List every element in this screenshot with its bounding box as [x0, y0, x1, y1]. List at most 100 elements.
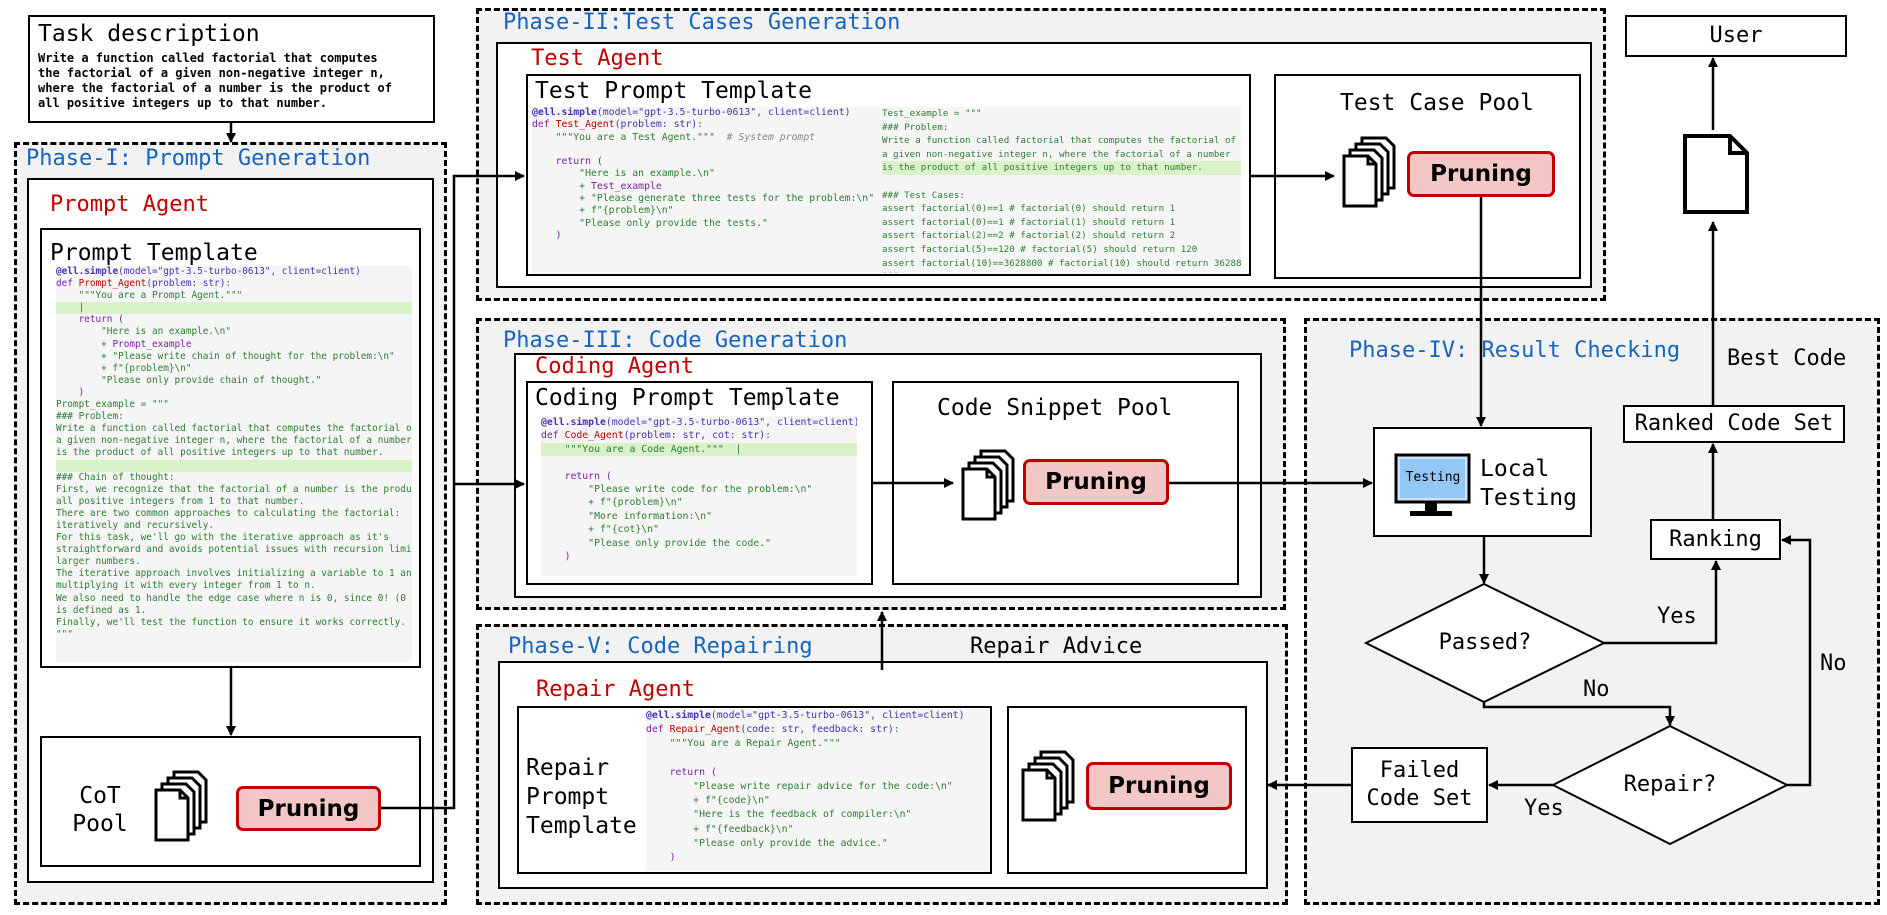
- test-document-stack-icon: [1336, 134, 1406, 208]
- code-line: [882, 175, 1241, 189]
- code-line: [56, 459, 412, 472]
- test-prompt-code: @ell.simple(model="gpt-3.5-turbo-0613", …: [532, 107, 882, 273]
- coding-agent-title: Coding Agent: [535, 354, 694, 379]
- code-line: def Test_Agent(problem: str):: [532, 119, 704, 131]
- yes-label-passed: Yes: [1657, 604, 1697, 629]
- code-line: [541, 456, 857, 469]
- code-line: "Here is the feedback of compiler:\n": [646, 809, 912, 821]
- code-line: Write a function called factorial that c…: [56, 423, 412, 435]
- code-line: + f"{problem}\n": [532, 205, 674, 217]
- code-line: a given non-negative integer n, where th…: [882, 148, 1231, 160]
- code-line: ### Problem:: [56, 411, 124, 423]
- code-snippet-pool-title: Code Snippet Pool: [937, 395, 1173, 421]
- coding-prompt-code: @ell.simple(model="gpt-3.5-turbo-0613", …: [541, 416, 857, 576]
- task-description-text: Write a function called factorial that c…: [38, 51, 393, 110]
- code-line: "Here is an example.\n": [56, 326, 231, 338]
- ranking-box: Ranking: [1650, 519, 1781, 560]
- code-line: + "Please generate three tests for the p…: [532, 193, 875, 205]
- code-line: ): [532, 229, 562, 241]
- code-line: @ell.simple(model="gpt-3.5-turbo-0613", …: [532, 107, 851, 118]
- no-label-passed: No: [1583, 677, 1610, 702]
- phase-2-title: Phase-II:Test Cases Generation: [503, 10, 901, 35]
- code-line: "Here is an example.\n": [532, 168, 715, 180]
- code-line: For this task, we'll go with the iterati…: [56, 532, 390, 544]
- code-line: assert factorial(0)==1 # factorial(1) sh…: [882, 216, 1176, 228]
- code-line: return (: [646, 766, 717, 778]
- code-line: + f"{feedback}\n": [646, 823, 794, 835]
- code-line: Prompt_example = """: [56, 399, 169, 411]
- code-line: """You are a Code Agent.""" |: [541, 442, 857, 457]
- code-line: The iterative approach involves initiali…: [56, 568, 412, 580]
- code-line: "More information:\n": [541, 510, 713, 522]
- repair-label: Repair?: [1623, 772, 1717, 797]
- code-line: """: [56, 628, 73, 640]
- cot-pruning-button[interactable]: Pruning: [236, 786, 381, 831]
- test-case-pool-title: Test Case Pool: [1340, 90, 1534, 116]
- code-line: return (: [56, 314, 124, 326]
- code-line: "Please write repair advice for the code…: [646, 781, 953, 793]
- repair-prompt-template-title: Repair Prompt Template: [526, 755, 637, 839]
- test-example-code: Test_example = """### Problem:Write a fu…: [882, 107, 1241, 273]
- repair-pruning-button[interactable]: Pruning: [1086, 762, 1232, 810]
- yes-label-repair: Yes: [1524, 796, 1564, 821]
- passed-label: Passed?: [1438, 630, 1532, 655]
- failed-code-set-box: Failed Code Set: [1351, 747, 1488, 823]
- code-line: ): [646, 852, 676, 864]
- code-line: assert factorial(2)==2 # factorial(2) sh…: [882, 230, 1176, 242]
- local-testing-label: Local Testing: [1480, 456, 1577, 511]
- code-pruning-button[interactable]: Pruning: [1023, 459, 1169, 505]
- code-line: is the product of all positive integers …: [882, 161, 1241, 175]
- ranked-code-set-box: Ranked Code Set: [1623, 405, 1845, 443]
- code-line: assert factorial(10)==3628800 # factoria…: [882, 257, 1241, 269]
- code-line: larger numbers.: [56, 556, 141, 568]
- code-line: Finally, we'll test the function to ensu…: [56, 616, 406, 628]
- test-prompt-template-title: Test Prompt Template: [535, 78, 812, 104]
- code-line: [532, 144, 882, 156]
- code-line: all positive integers from 1 to that num…: [56, 495, 305, 507]
- best-code-document-icon: [1683, 134, 1749, 214]
- code-line: ): [541, 551, 571, 563]
- code-line: "Please only provide the tests.": [532, 217, 768, 229]
- code-line: def Repair_Agent(code: str, feedback: st…: [646, 724, 900, 736]
- code-line: """You are a Repair Agent.""": [646, 738, 841, 750]
- test-pruning-button[interactable]: Pruning: [1407, 151, 1555, 197]
- code-line: There are two common approaches to calcu…: [56, 507, 401, 519]
- code-line: """: [882, 270, 1241, 273]
- code-line: assert factorial(5)==120 # factorial(5) …: [882, 243, 1198, 255]
- code-line: "Please only provide chain of thought.": [56, 374, 322, 386]
- code-line: ### Chain of thought:: [56, 471, 175, 483]
- cot-document-stack-icon: [148, 768, 218, 842]
- code-line: straightforward and avoids potential iss…: [56, 544, 412, 556]
- code-line: Test_example = """: [882, 108, 982, 119]
- monitor-testing-text: Testing: [1405, 469, 1461, 485]
- code-line: def Code_Agent(problem: str, cot: str):: [541, 430, 772, 442]
- code-line: multiplying it with every integer from 1…: [56, 580, 316, 592]
- phase-1-title: Phase-I: Prompt Generation: [26, 146, 371, 171]
- code-line: "Please only provide the advice.": [646, 837, 888, 849]
- phase-3-title: Phase-III: Code Generation: [503, 328, 848, 353]
- repair-agent-title: Repair Agent: [536, 677, 695, 702]
- coding-prompt-template-title: Coding Prompt Template: [535, 385, 840, 411]
- code-line: iteratively and recursively.: [56, 519, 215, 531]
- code-line: a given non-negative integer n, where th…: [56, 435, 412, 447]
- best-code-label: Best Code: [1727, 346, 1847, 371]
- code-line: Write a function called factorial that c…: [882, 135, 1237, 147]
- user-box: User: [1625, 15, 1847, 57]
- phase-5-title: Phase-V: Code Repairing: [508, 634, 813, 659]
- prompt-template-title: Prompt Template: [50, 240, 258, 266]
- code-line: + f"{code}\n": [646, 795, 770, 807]
- code-line: + f"{problem}\n": [56, 362, 192, 374]
- code-line: @ell.simple(model="gpt-3.5-turbo-0613", …: [541, 417, 857, 428]
- prompt-agent-title: Prompt Agent: [50, 192, 209, 217]
- code-line: """You are a Test Agent.""" # System pro…: [532, 131, 816, 143]
- code-line: is the product of all positive integers …: [56, 447, 384, 459]
- code-line: def Prompt_Agent(problem: str):: [56, 278, 232, 290]
- code-line: + Prompt_example: [56, 338, 192, 350]
- test-agent-title: Test Agent: [531, 46, 664, 71]
- code-line: + "Please write chain of thought for the…: [56, 350, 395, 362]
- repair-document-stack-icon: [1015, 748, 1083, 822]
- code-line: return (: [532, 156, 603, 168]
- code-line: + f"{problem}\n": [541, 497, 683, 509]
- repair-advice-label: Repair Advice: [970, 634, 1143, 659]
- no-label-repair: No: [1820, 651, 1847, 676]
